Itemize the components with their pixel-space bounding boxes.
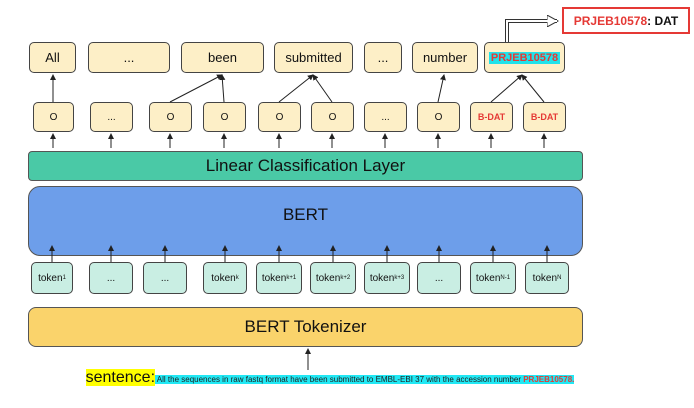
accession-highlight: PRJEB10578 bbox=[488, 51, 561, 64]
token-base: token bbox=[315, 272, 341, 284]
input-sentence: sentence: All the sequences in raw fastq… bbox=[40, 369, 620, 406]
output-word-ellipsis-1: ... bbox=[88, 42, 170, 73]
token-sub: N-1 bbox=[500, 275, 511, 281]
sentence-text: All the sequences in raw fastq format ha… bbox=[155, 375, 524, 384]
label-box-5: O bbox=[311, 102, 354, 132]
output-word-ellipsis-2: ... bbox=[364, 42, 402, 73]
result-entity-id: PRJEB10578 bbox=[573, 13, 648, 28]
label-box-4: O bbox=[258, 102, 301, 132]
output-word-accession: PRJEB10578 bbox=[484, 42, 565, 73]
label-box-8: B-DAT bbox=[470, 102, 513, 132]
token-box-7: ... bbox=[417, 262, 461, 294]
token-base: ... bbox=[106, 272, 116, 284]
token-box-1: ... bbox=[89, 262, 133, 294]
sentence-accession: PRJEB10578. bbox=[523, 375, 575, 384]
entity-result-box: PRJEB10578: DAT bbox=[562, 7, 690, 34]
label-box-1: ... bbox=[90, 102, 133, 132]
token-box-2: ... bbox=[143, 262, 187, 294]
token-sub: k+3 bbox=[394, 275, 405, 281]
token-base: token bbox=[475, 272, 501, 284]
token-sub: k+2 bbox=[340, 275, 351, 281]
label-box-3: O bbox=[203, 102, 246, 132]
sentence-label: sentence: bbox=[85, 369, 156, 386]
token-base: token bbox=[211, 272, 236, 284]
output-word-all: All bbox=[29, 42, 76, 73]
token-base: ... bbox=[434, 272, 444, 284]
output-word-been: been bbox=[181, 42, 264, 73]
label-box-0: O bbox=[33, 102, 74, 132]
label-box-7: O bbox=[417, 102, 460, 132]
label-box-2: O bbox=[149, 102, 192, 132]
token-sub: 1 bbox=[62, 275, 66, 281]
label-box-6: ... bbox=[364, 102, 407, 132]
result-entity-tag: DAT bbox=[654, 13, 679, 28]
token-base: token bbox=[38, 272, 63, 284]
token-sub: N bbox=[557, 275, 562, 281]
token-base: token bbox=[369, 272, 395, 284]
bert-tokenizer-layer: BERT Tokenizer bbox=[28, 307, 583, 347]
token-sub: k+1 bbox=[286, 275, 297, 281]
token-base: ... bbox=[160, 272, 170, 284]
token-base: token bbox=[261, 272, 287, 284]
label-box-9: B-DAT bbox=[523, 102, 566, 132]
output-word-submitted: submitted bbox=[274, 42, 353, 73]
linear-classification-layer: Linear Classification Layer bbox=[28, 151, 583, 181]
token-base: token bbox=[532, 272, 558, 284]
bert-layer: BERT bbox=[28, 186, 583, 256]
token-sub: k bbox=[235, 275, 239, 281]
output-word-number: number bbox=[412, 42, 478, 73]
result-separator: : bbox=[647, 13, 655, 28]
